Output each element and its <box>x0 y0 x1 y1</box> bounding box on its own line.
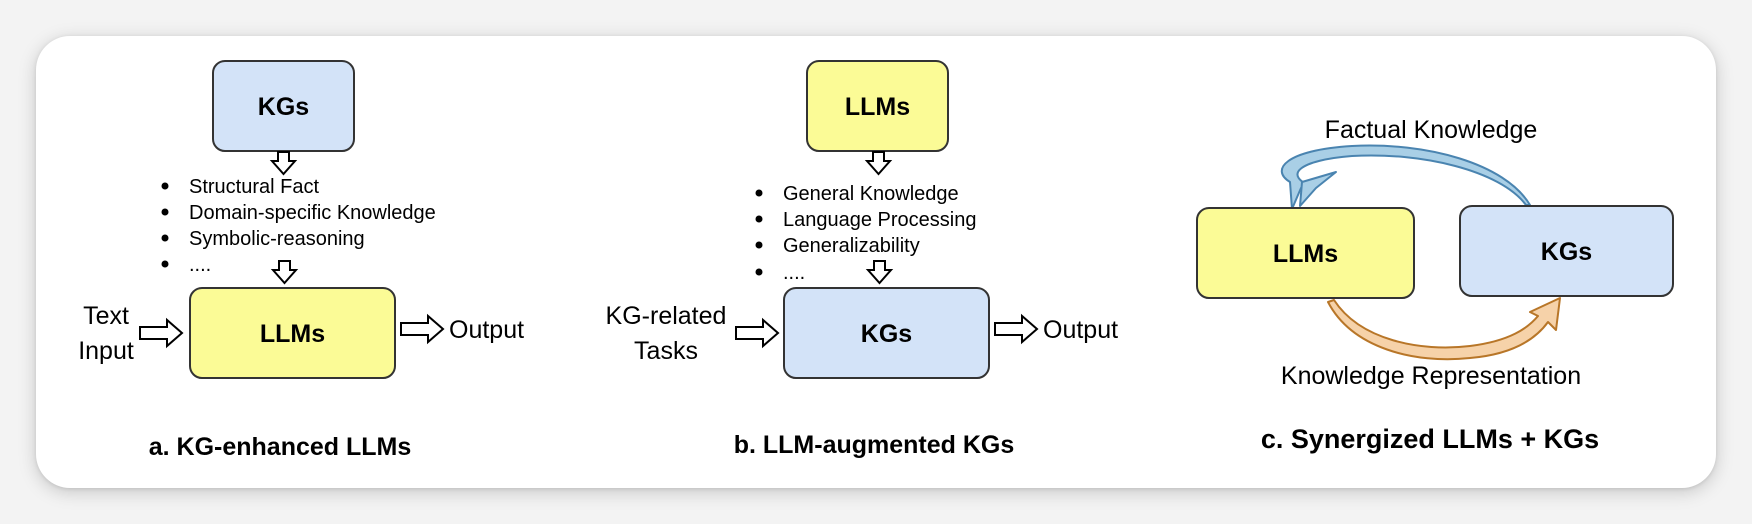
bullet-dot <box>161 234 169 242</box>
down-arrow-icon <box>865 260 894 285</box>
bullet-item: Generalizability <box>783 235 920 257</box>
task-input-label: KG-related <box>606 302 727 330</box>
bullet-item: Language Processing <box>783 209 976 231</box>
kg-synergy-box <box>1459 205 1674 297</box>
bullet-dot <box>755 189 763 197</box>
kg-source-label: KGs <box>258 93 309 121</box>
llm-synergy-label: LLMs <box>1273 240 1338 268</box>
knowledge-representation-label: Knowledge Representation <box>1281 362 1581 390</box>
bullet-item: Structural Fact <box>189 176 319 198</box>
down-arrow-icon <box>864 151 893 176</box>
llm-main-box <box>189 287 396 379</box>
bullet-item: General Knowledge <box>783 183 959 205</box>
knowledge-representation-arrow <box>1327 297 1561 361</box>
bullet-dot <box>755 268 763 276</box>
panel-b: LLMs General Knowledge Language Processi… <box>606 60 1118 459</box>
task-input-label-2: Tasks <box>634 337 698 365</box>
llm-knowledge-list: General Knowledge Language Processing Ge… <box>755 183 976 284</box>
panel-c: Factual Knowledge LLMs KGs Knowledge Rep… <box>1196 116 1674 454</box>
output-label: Output <box>1043 316 1118 344</box>
bullet-item: Domain-specific Knowledge <box>189 202 436 224</box>
right-arrow-icon <box>735 317 780 349</box>
bullet-item: .... <box>189 254 211 276</box>
llm-source-label: LLMs <box>845 93 910 121</box>
kg-main-label: KGs <box>861 320 912 348</box>
bullet-dot <box>161 182 169 190</box>
text-input-label: Text <box>83 302 129 330</box>
llm-main-label: LLMs <box>260 320 325 348</box>
down-arrow-icon <box>270 260 299 285</box>
bullet-dot <box>161 260 169 268</box>
kg-main-box <box>783 287 990 379</box>
factual-knowledge-label: Factual Knowledge <box>1325 116 1538 144</box>
output-label: Output <box>449 316 524 344</box>
panel-b-caption: b. LLM-augmented KGs <box>734 431 1015 459</box>
panel-c-caption: c. Synergized LLMs + KGs <box>1261 424 1599 454</box>
down-arrow-icon <box>269 151 298 176</box>
bullet-dot <box>755 215 763 223</box>
panel-a: KGs Structural Fact Domain-specific Know… <box>78 60 524 461</box>
text-input-label-2: Input <box>78 337 134 365</box>
bullet-dot <box>161 208 169 216</box>
kg-knowledge-list: Structural Fact Domain-specific Knowledg… <box>161 176 436 276</box>
factual-knowledge-arrow <box>1280 144 1531 210</box>
bullet-dot <box>755 241 763 249</box>
right-arrow-icon <box>994 313 1039 345</box>
bullet-item: .... <box>783 262 805 284</box>
llm-synergy-box <box>1196 207 1415 299</box>
bullet-item: Symbolic-reasoning <box>189 228 365 250</box>
right-arrow-icon <box>139 317 184 349</box>
factual-knowledge-arrowhead <box>1299 171 1337 207</box>
panel-a-caption: a. KG-enhanced LLMs <box>149 433 412 461</box>
kg-synergy-label: KGs <box>1541 238 1592 266</box>
right-arrow-icon <box>400 313 445 345</box>
